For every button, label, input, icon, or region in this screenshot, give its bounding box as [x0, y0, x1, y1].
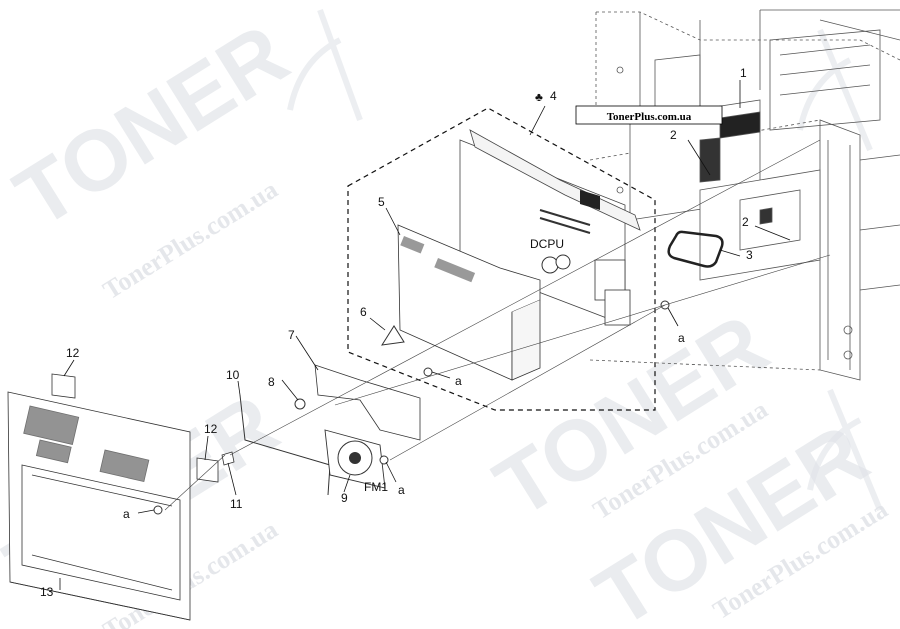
callouts: 1 2 2 3 ♣ 4 5 6 7 8 9 10 11 12 12 13 a a… — [40, 66, 753, 599]
callout-4-symbol: ♣ — [535, 90, 543, 104]
callout-2-top: 2 — [670, 128, 677, 142]
part-9-fan — [324, 429, 386, 489]
assembly-dashed-outline — [347, 107, 656, 411]
control-board-assembly: DCPU — [347, 107, 656, 411]
callout-3: 3 — [746, 248, 753, 262]
callout-6: 6 — [360, 305, 367, 319]
part-10-wire — [239, 394, 331, 496]
screw-a-4 — [153, 505, 163, 515]
part-label-dcpu: DCPU — [530, 237, 564, 251]
banner-text: TonerPlus.com.ua — [607, 111, 692, 123]
part-label-fm1: FM1 — [364, 480, 388, 494]
callout-10: 10 — [226, 368, 240, 382]
part-12-plate-a — [51, 373, 76, 399]
callout-1: 1 — [740, 66, 747, 80]
callout-2-right: 2 — [742, 215, 749, 229]
screw-a-1 — [423, 367, 433, 377]
callout-13: 13 — [40, 585, 54, 599]
site-banner: TonerPlus.com.ua — [575, 105, 723, 125]
callout-a-3: a — [398, 483, 405, 497]
part-12-plate-b — [196, 457, 219, 483]
rear-cover-13 — [7, 391, 191, 621]
main-frame — [589, 9, 900, 381]
callout-9: 9 — [341, 491, 348, 505]
alignment-lines — [164, 139, 831, 511]
part-6-warning-label — [381, 325, 405, 346]
callout-12-a: 12 — [66, 346, 80, 360]
part-8-screw — [294, 398, 306, 410]
part-7-duct — [314, 364, 421, 441]
callout-12-b: 12 — [204, 422, 218, 436]
part-3-ring — [667, 230, 724, 268]
callout-a-1: a — [455, 374, 462, 388]
callout-5: 5 — [378, 195, 385, 209]
leader-lines — [59, 80, 791, 590]
callout-a-4: a — [123, 507, 130, 521]
callout-11: 11 — [230, 497, 243, 511]
callout-8: 8 — [268, 375, 275, 389]
callout-a-2: a — [678, 331, 685, 345]
callout-4: 4 — [550, 89, 557, 103]
callout-7: 7 — [288, 328, 295, 342]
